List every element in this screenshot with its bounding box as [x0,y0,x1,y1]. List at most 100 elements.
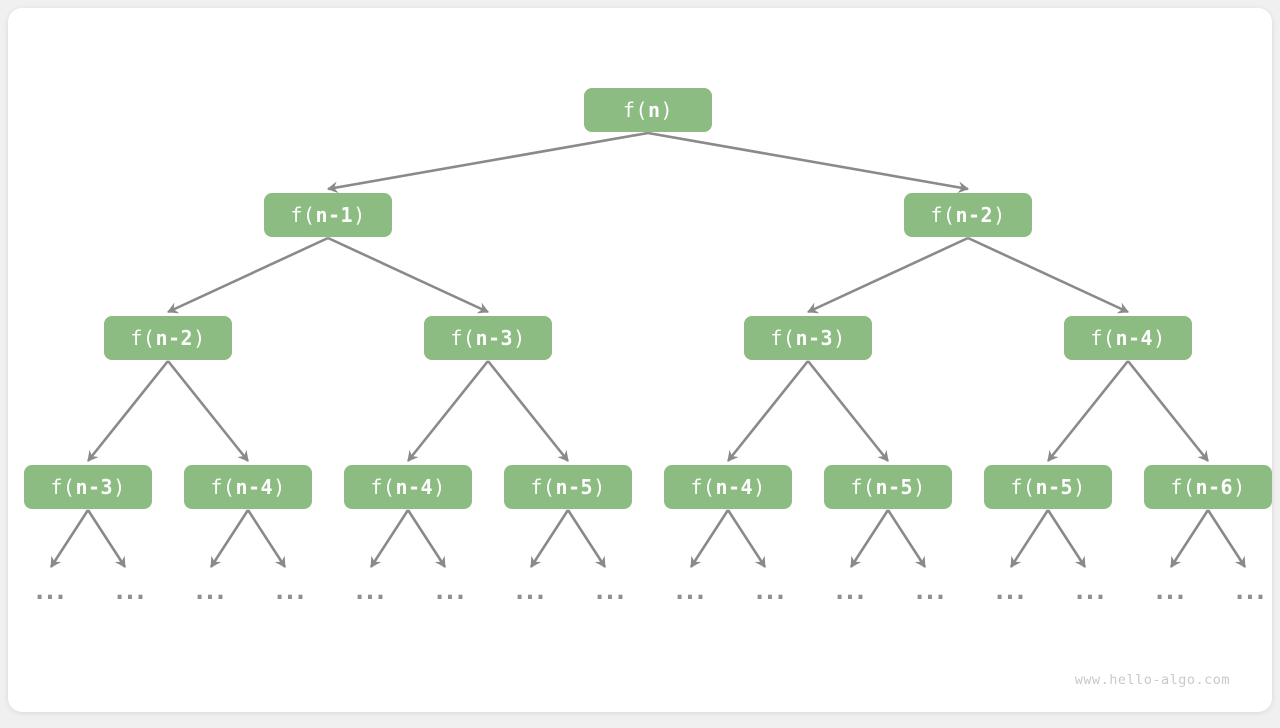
leaf-edge-arrow-12 [1009,509,1050,568]
edge-arrow-12 [1046,360,1130,462]
node-label-paren: f( [130,326,156,350]
tree-node-l3c: f(n-3) [744,316,872,360]
node-label-core: n-5 [875,475,914,499]
leaf-edge-arrow-14 [1169,509,1210,568]
edge-arrow-6 [86,360,170,462]
ellipsis-leaf-14: ... [1152,577,1183,605]
node-label-paren: f( [622,98,648,122]
node-label-core: n-5 [555,475,594,499]
ellipsis-leaf-5: ... [432,577,463,605]
node-label-core: n-3 [75,475,114,499]
ellipsis-leaf-10: ... [832,577,863,605]
node-label-core: n-2 [955,203,994,227]
node-label-core: n-3 [795,326,834,350]
tree-node-l4c: f(n-4) [344,465,472,509]
node-label-paren: ) [193,326,206,350]
leaf-edge-arrow-1 [86,509,127,568]
node-label-core: n-4 [395,475,434,499]
tree-node-l3d: f(n-4) [1064,316,1192,360]
leaf-edge-arrow-11 [886,509,927,568]
leaf-edge-arrow-9 [726,509,767,568]
leaf-edge-arrow-0 [49,509,90,568]
tree-node-l4d: f(n-5) [504,465,632,509]
edge-arrow-10 [726,360,810,462]
node-label-paren: f( [210,475,236,499]
node-label-core: n-2 [155,326,194,350]
tree-node-l4b: f(n-4) [184,465,312,509]
leaf-edge-arrow-15 [1206,509,1247,568]
node-label-paren: f( [450,326,476,350]
tree-node-l4f: f(n-5) [824,465,952,509]
ellipsis-leaf-3: ... [272,577,303,605]
node-label-paren: f( [850,475,876,499]
tree-node-l3a: f(n-2) [104,316,232,360]
ellipsis-leaf-12: ... [992,577,1023,605]
watermark-text: www.hello-algo.com [1074,672,1230,688]
node-label-core: n-6 [1195,475,1234,499]
ellipsis-leaf-2: ... [192,577,223,605]
edge-arrow-5 [967,236,1129,314]
node-label-paren: f( [290,203,316,227]
node-label-paren: ) [753,475,766,499]
node-label-paren: ) [593,475,606,499]
tree-node-root: f(n) [584,88,712,132]
node-label-core: n [648,98,661,122]
tree-node-l2b: f(n-2) [904,193,1032,237]
leaf-edge-arrow-5 [406,509,447,568]
node-label-paren: f( [50,475,76,499]
leaf-edge-arrow-3 [246,509,287,568]
node-label-paren: ) [273,475,286,499]
ellipsis-leaf-9: ... [752,577,783,605]
diagram-card: ........................................… [8,8,1272,712]
node-label-paren: f( [1170,475,1196,499]
node-label-paren: f( [1010,475,1036,499]
node-label-core: n-4 [235,475,274,499]
node-label-paren: f( [370,475,396,499]
node-label-paren: f( [1090,326,1116,350]
node-label-core: n-4 [1115,326,1154,350]
edge-arrow-9 [486,360,570,462]
leaf-edge-arrow-8 [689,509,730,568]
node-label-paren: ) [1073,475,1086,499]
ellipsis-leaf-11: ... [912,577,943,605]
tree-node-l3b: f(n-3) [424,316,552,360]
node-label-paren: f( [770,326,796,350]
ellipsis-leaf-1: ... [112,577,143,605]
edge-arrow-7 [166,360,250,462]
node-label-paren: ) [113,475,126,499]
edge-arrow-2 [167,236,329,314]
node-label-paren: ) [660,98,674,122]
ellipsis-leaf-4: ... [352,577,383,605]
leaf-edge-arrow-7 [566,509,607,568]
tree-node-l4a: f(n-3) [24,465,152,509]
edge-arrow-13 [1126,360,1210,462]
node-label-paren: ) [1233,475,1246,499]
tree-node-l4h: f(n-6) [1144,465,1272,509]
node-label-core: n-5 [1035,475,1074,499]
node-label-core: n-4 [715,475,754,499]
node-label-paren: f( [930,203,956,227]
ellipsis-leaf-15: ... [1232,577,1263,605]
tree-node-l4e: f(n-4) [664,465,792,509]
node-label-paren: f( [690,475,716,499]
edge-arrow-4 [807,236,969,314]
node-label-core: n-1 [315,203,354,227]
leaf-edge-arrow-13 [1046,509,1087,568]
edge-arrow-1 [647,131,970,194]
node-label-paren: ) [513,326,526,350]
ellipsis-leaf-13: ... [1072,577,1103,605]
tree-node-l2a: f(n-1) [264,193,392,237]
edge-arrow-3 [327,236,489,314]
node-label-paren: ) [433,475,446,499]
node-label-paren: ) [1153,326,1166,350]
leaf-edge-arrow-6 [529,509,570,568]
node-label-paren: ) [833,326,846,350]
node-label-paren: ) [993,203,1006,227]
node-label-paren: f( [530,475,556,499]
node-label-paren: ) [353,203,366,227]
leaf-edge-arrow-2 [209,509,250,568]
ellipsis-leaf-0: ... [32,577,63,605]
node-label-paren: ) [913,475,926,499]
ellipsis-leaf-8: ... [672,577,703,605]
ellipsis-leaf-7: ... [592,577,623,605]
